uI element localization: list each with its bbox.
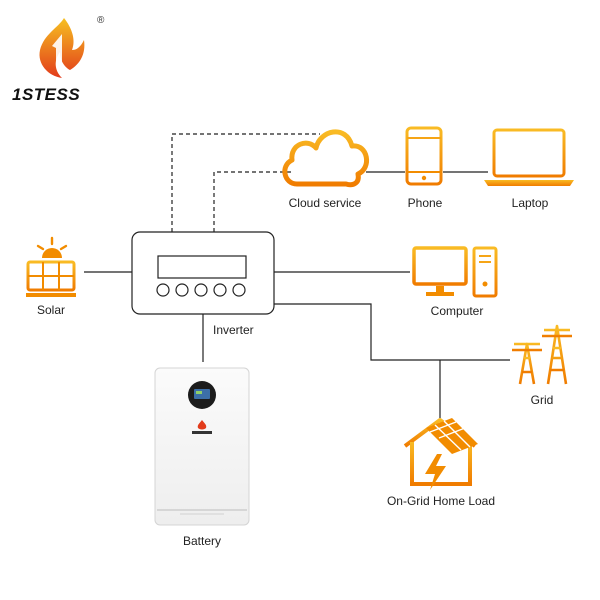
brand-name: 1STESS: [12, 85, 80, 104]
battery-label: Battery: [183, 534, 221, 548]
battery-unit: [154, 367, 250, 526]
inverter-buttons: [156, 283, 246, 297]
cloud-icon: [282, 129, 369, 188]
solar-panel-icon: [26, 236, 76, 297]
inverter-device: [131, 231, 275, 315]
phone-label: Phone: [408, 196, 443, 210]
laptop-icon: [484, 128, 574, 186]
grid-label: Grid: [531, 393, 554, 407]
lightning-icon: [425, 454, 446, 490]
registered-mark: ®: [97, 15, 105, 26]
connection-lines: [84, 133, 510, 418]
computer-label: Computer: [431, 304, 484, 318]
house-icon: [403, 418, 478, 490]
laptop-label: Laptop: [512, 196, 549, 210]
inverter-label: Inverter: [213, 323, 254, 337]
data-link-2: [213, 171, 292, 232]
solar-label: Solar: [37, 303, 65, 317]
phone-icon: [405, 126, 443, 186]
computer-icon: [412, 246, 498, 298]
battery-logo-icon: [197, 420, 207, 430]
data-link-1: [171, 133, 320, 232]
power-tower-icon: [512, 324, 572, 386]
home-load-label: On-Grid Home Load: [387, 494, 495, 508]
cloud-label: Cloud service: [289, 196, 362, 210]
brand-logo: ® 1STESS: [12, 15, 105, 104]
inverter-display: [157, 255, 247, 279]
